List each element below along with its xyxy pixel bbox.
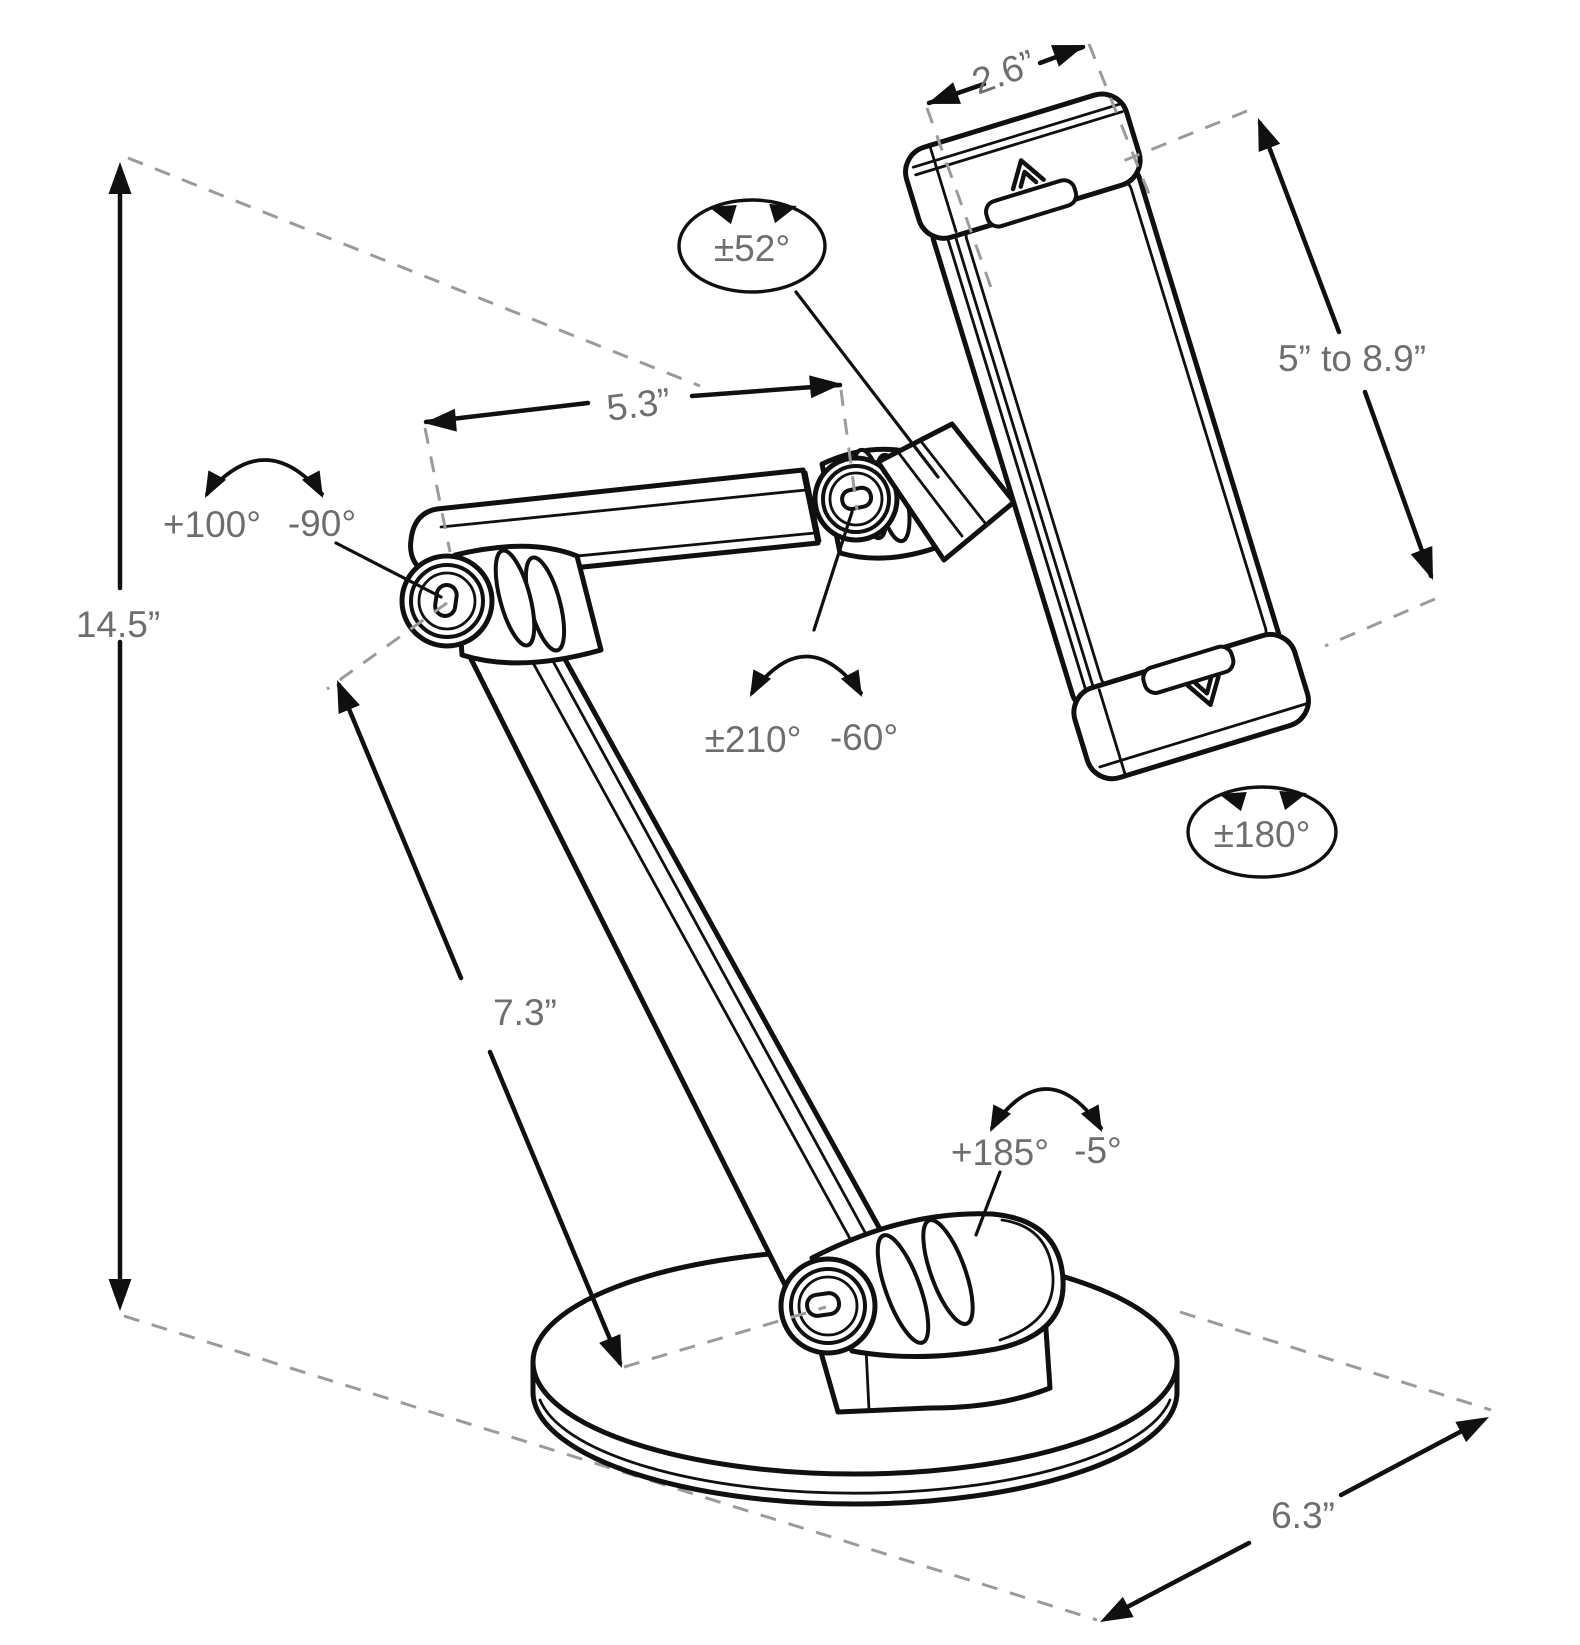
base-joint-keyhole — [805, 1291, 842, 1318]
dimension-device-range: 5” to 8.9” — [1247, 113, 1444, 585]
base-rim-inner-line — [538, 1398, 1172, 1495]
holder-bottom-clamp — [1071, 631, 1311, 782]
guide-top-diagonal — [127, 156, 701, 388]
base-negative-label: -5° — [1074, 1130, 1122, 1171]
angle-upper-joint: ±210° -60° — [705, 510, 898, 760]
angle-base-joint: +185° -5° — [951, 1087, 1122, 1237]
guide-floor-left-edge — [123, 1314, 1098, 1622]
base-joint — [778, 1211, 1066, 1360]
holder-back-plate — [930, 165, 1282, 709]
elbow-joint — [399, 543, 604, 666]
elbow-joint-keyhole — [433, 583, 459, 618]
base-positive-label: +185° — [951, 1132, 1049, 1173]
upper-joint-positive-label: ±210° — [705, 719, 802, 760]
extension-lines — [326, 43, 1436, 1369]
down-arrow-icon — [1185, 674, 1221, 708]
dimension-total-height: 14.5” — [76, 162, 160, 1311]
elbow-negative-label: -90° — [288, 503, 356, 544]
holder-rotation-label: ±180° — [1214, 814, 1311, 855]
dimension-base-depth: 6.3” — [1094, 1406, 1495, 1633]
angle-holder-tilt: ±52° — [677, 196, 940, 479]
dimension-lower-arm: 7.3” — [326, 675, 633, 1373]
upper-arm-label: 5.3” — [604, 380, 672, 428]
up-arrow-icon — [1010, 158, 1046, 192]
tablet-holder — [903, 91, 1311, 782]
clamp-width-label: 2.6” — [967, 42, 1041, 102]
construction-guides — [123, 156, 1492, 1622]
elbow-positive-label: +100° — [163, 504, 261, 545]
base-depth-label: 6.3” — [1271, 1495, 1335, 1536]
upper-joint-negative-label: -60° — [830, 717, 898, 758]
lower-arm-label: 7.3” — [493, 992, 557, 1033]
lower-arm — [459, 611, 889, 1294]
angle-holder-rotation: ±180° — [1186, 783, 1338, 879]
device-range-label: 5” to 8.9” — [1278, 338, 1426, 379]
holder-tilt-label: ±52° — [714, 228, 790, 269]
guide-floor-right-edge — [1179, 1310, 1492, 1412]
total-height-label: 14.5” — [76, 604, 160, 645]
angle-elbow: +100° -90° — [163, 458, 443, 599]
dimension-upper-arm: 5.3” — [422, 372, 844, 435]
holder-top-clamp — [903, 91, 1143, 241]
